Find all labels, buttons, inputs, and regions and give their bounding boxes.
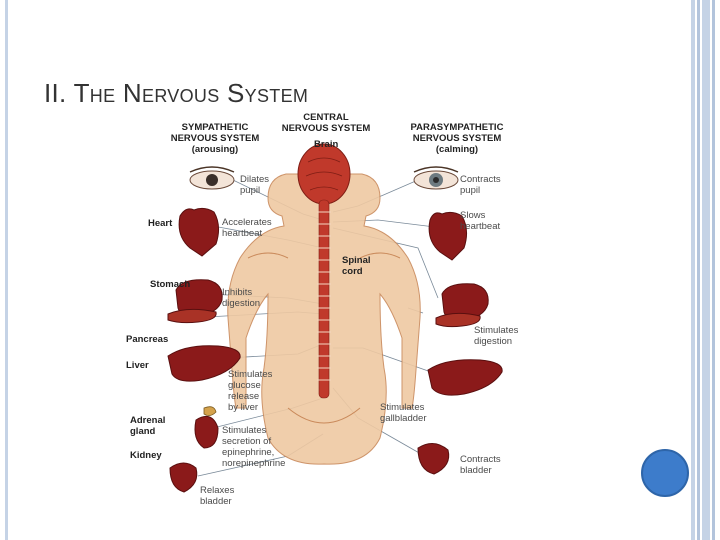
right-decor-bar <box>697 0 700 540</box>
vertebrae <box>317 211 331 381</box>
heart-label: Heart <box>148 218 173 229</box>
glucose-release-label: Stimulates glucose release by liver <box>228 369 273 413</box>
right-decor-bar <box>712 0 715 540</box>
left-border-line <box>5 0 8 540</box>
bladder-right <box>417 443 450 475</box>
kidney-label: Kidney <box>130 450 162 461</box>
heart-right <box>428 211 468 261</box>
slows-heartbeat-label: Slows heartbeat <box>460 210 501 232</box>
spinal-cord <box>318 199 330 399</box>
adrenal-gland-label: Adrenal gland <box>130 415 166 437</box>
liver-left <box>167 345 241 382</box>
pancreas-label: Pancreas <box>126 334 169 345</box>
epinephrine-label: Stimulates secretion of epinephrine, nor… <box>222 425 286 469</box>
dilates-pupil-label: Dilates pupil <box>240 174 270 196</box>
decorative-circle <box>641 449 689 497</box>
pancreas-left <box>167 308 217 324</box>
diagram-illustration <box>167 143 503 493</box>
slide-title: II. The Nervous System <box>44 78 309 108</box>
inhibits-digestion-label: Inhibits digestion <box>222 287 261 309</box>
kidney-left <box>194 415 219 449</box>
relaxes-bladder-label: Relaxes bladder <box>200 485 235 507</box>
right-decor-bar <box>702 0 710 540</box>
eye-left <box>189 166 235 190</box>
sympathetic-header: SYMPATHETIC NERVOUS SYSTEM (arousing) <box>170 122 260 155</box>
liver-label: Liver <box>126 360 149 371</box>
bladder-left <box>169 462 198 493</box>
pancreas-right <box>435 312 481 328</box>
nervous-system-diagram: SYMPATHETIC NERVOUS SYSTEM (arousing) CE… <box>118 108 530 510</box>
liver-right <box>427 359 503 396</box>
stimulates-gallbladder-label: Stimulates gallbladder <box>380 402 427 424</box>
brain-label: Brain <box>314 139 339 150</box>
eye-right <box>413 166 459 190</box>
accelerates-heartbeat-label: Accelerates heartbeat <box>222 217 272 239</box>
right-decor-bar <box>691 0 695 540</box>
stomach-label: Stomach <box>150 279 191 290</box>
central-header: CENTRAL NERVOUS SYSTEM <box>281 112 371 134</box>
heart-left <box>178 207 220 257</box>
contracts-bladder-label: Contracts bladder <box>460 454 501 476</box>
stimulates-digestion-label: Stimulates digestion <box>474 325 519 347</box>
spinal-cord-label: Spinal cord <box>342 255 371 277</box>
adrenal-left <box>203 406 217 416</box>
contracts-pupil-label: Contracts pupil <box>460 174 501 196</box>
brain <box>297 143 351 205</box>
parasympathetic-header: PARASYMPATHETIC NERVOUS SYSTEM (calming) <box>410 122 504 155</box>
